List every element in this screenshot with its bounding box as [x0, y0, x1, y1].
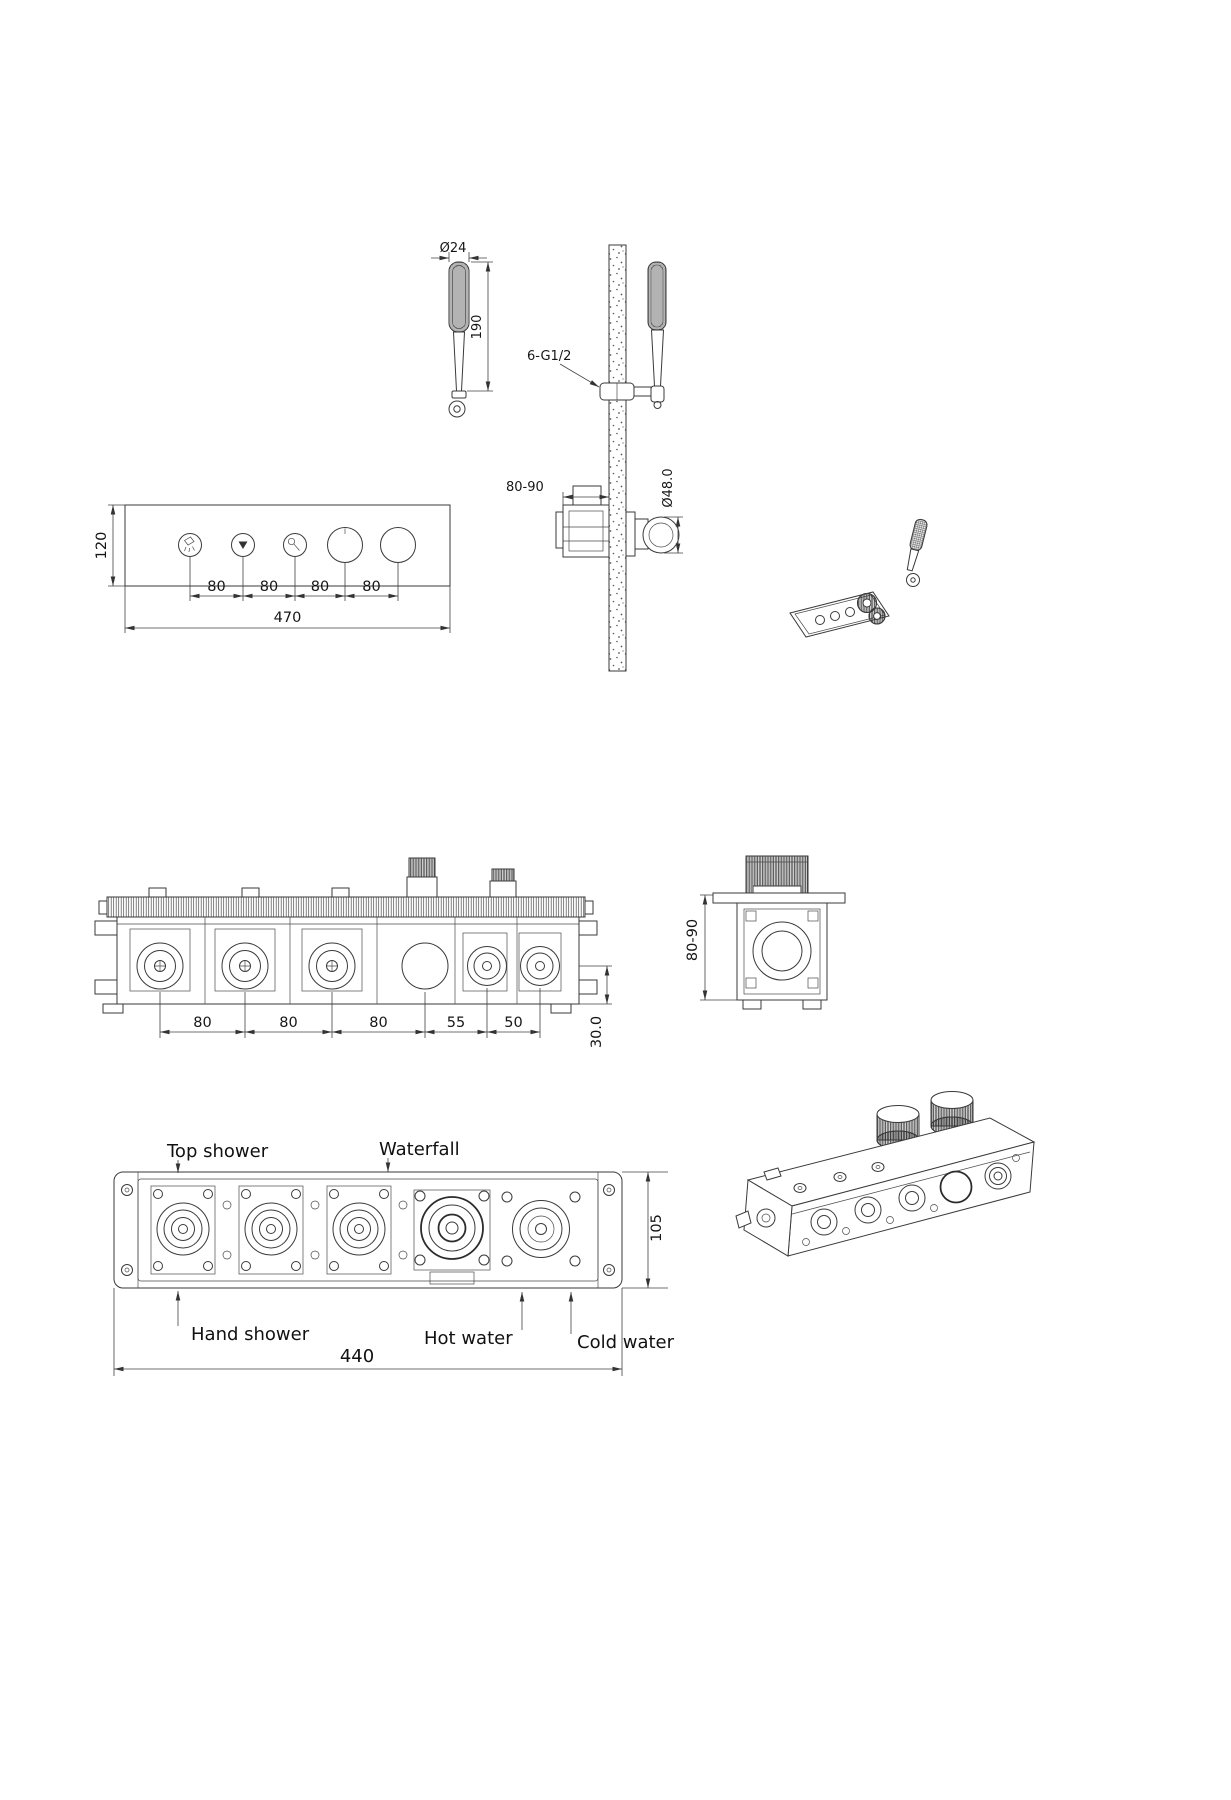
valve-port-2	[221, 942, 269, 990]
view-panel-front: 120 80 80 80 80 470	[94, 504, 451, 633]
dim-thread-size: 6-G1/2	[527, 349, 571, 364]
panel-button-hand-shower	[283, 533, 307, 557]
dim-panel-width: 470	[274, 610, 302, 626]
label-hot-water: Hot water	[424, 1328, 513, 1349]
station-hand-shower	[326, 1185, 392, 1275]
valve-top-rail	[106, 896, 586, 918]
valve-port-6	[520, 946, 560, 986]
rough-in-box	[113, 1171, 623, 1289]
view-valve-side: 80 80 80 55 50 30.0	[94, 857, 612, 1048]
valve-port-4	[401, 942, 449, 990]
dim-side-spacing-1: 80	[193, 1015, 211, 1031]
station-top-shower	[150, 1185, 216, 1275]
hand-shower-hook	[448, 400, 466, 418]
dim-panel-spacing-4: 80	[362, 579, 380, 595]
dim-panel-spacing-3: 80	[311, 579, 329, 595]
dim-side-spacing-4: 55	[447, 1015, 465, 1031]
dim-side-spacing-3: 80	[369, 1015, 387, 1031]
mixer-handle	[642, 516, 680, 554]
dim-wall-depth: 80-90	[506, 480, 544, 495]
dim-side-spacing-2: 80	[279, 1015, 297, 1031]
station-thermostat	[413, 1189, 491, 1271]
valve-port-3	[308, 942, 356, 990]
label-waterfall: Waterfall	[379, 1139, 460, 1160]
valve-port-5	[467, 946, 507, 986]
view-hand-shower-detail: Ø24 190	[431, 241, 493, 418]
view-hand-shower-small	[906, 518, 928, 587]
station-volume	[501, 1191, 581, 1267]
label-top-shower: Top shower	[166, 1141, 269, 1162]
dim-panel-spacing-1: 80	[207, 579, 225, 595]
end-plate	[712, 892, 846, 904]
panel-plate	[124, 504, 451, 587]
view-rough-in-perspective	[735, 1091, 1036, 1257]
view-rail-elevation: 6-G1/2 80-90 Ø48.0	[506, 244, 683, 672]
dim-end-depth: 80-90	[685, 919, 701, 961]
wall-section	[608, 244, 627, 672]
view-panel-small-perspective	[789, 591, 890, 638]
panel-knob-volume	[380, 527, 416, 563]
end-body	[736, 902, 828, 1001]
view-rough-in-front: Top shower Waterfall Hand shower Hot wat…	[113, 1139, 675, 1376]
dim-rough-in-width: 440	[340, 1346, 374, 1367]
view-valve-end: 80-90	[685, 855, 846, 1010]
dim-hand-shower-diameter: Ø24	[440, 241, 467, 256]
dim-panel-spacing-2: 80	[260, 579, 278, 595]
dim-panel-height: 120	[94, 532, 110, 560]
dim-rough-in-height: 105	[649, 1214, 665, 1242]
label-cold-water: Cold water	[577, 1332, 675, 1353]
panel-button-waterfall	[231, 533, 255, 557]
dim-hand-shower-length: 190	[470, 315, 485, 340]
dim-bottom-offset: 30.0	[589, 1016, 605, 1048]
panel-button-top-shower	[178, 533, 202, 557]
station-waterfall	[238, 1185, 304, 1275]
label-hand-shower: Hand shower	[191, 1324, 310, 1345]
valve-port-1	[136, 942, 184, 990]
panel-knob-temperature	[327, 527, 363, 563]
dim-side-spacing-5: 50	[504, 1015, 522, 1031]
in-wall-valve-body	[562, 504, 610, 558]
dim-trim-diameter: Ø48.0	[661, 468, 676, 507]
valve-body	[116, 916, 580, 1005]
